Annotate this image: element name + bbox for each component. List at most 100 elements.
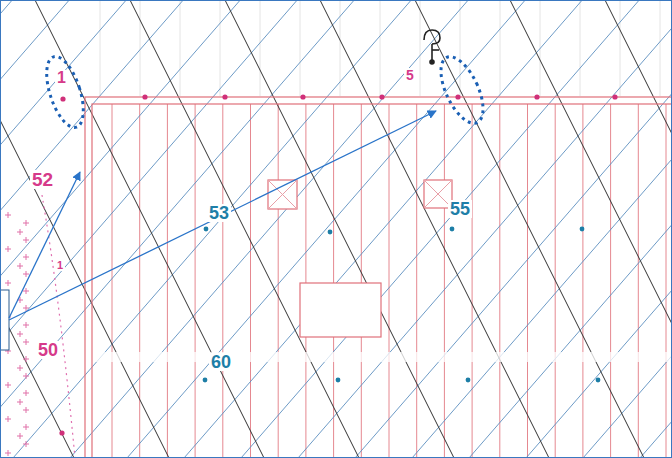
anchor-dots bbox=[59, 94, 617, 435]
anchor-dot bbox=[455, 94, 460, 99]
measure-dot bbox=[580, 227, 585, 232]
hatch-line bbox=[127, 0, 525, 458]
cross-mark bbox=[23, 441, 29, 447]
cross-mark bbox=[5, 382, 11, 388]
anchor-dot bbox=[60, 96, 65, 101]
roof-outline bbox=[85, 97, 672, 458]
grid-line bbox=[620, 0, 621, 96]
grid-line bbox=[500, 0, 501, 96]
hatch-line bbox=[412, 0, 672, 458]
rafter-line bbox=[222, 104, 223, 458]
grid-line bbox=[100, 0, 101, 96]
roof-opening bbox=[300, 283, 381, 337]
grid-line bbox=[180, 0, 181, 96]
rafter-line bbox=[278, 104, 279, 458]
hatch-line bbox=[70, 0, 468, 458]
cross-mark bbox=[23, 220, 29, 226]
hatch-line bbox=[469, 0, 672, 458]
rafter-line bbox=[416, 104, 417, 458]
stand-symbol bbox=[424, 30, 440, 64]
cross-mark bbox=[5, 280, 11, 286]
anchor-dot bbox=[612, 94, 617, 99]
grid-line bbox=[140, 0, 141, 96]
cross-mark bbox=[23, 322, 29, 328]
cross-mark bbox=[17, 331, 23, 337]
hatch-line bbox=[184, 0, 582, 458]
hatch-line bbox=[0, 0, 240, 458]
hatch-line bbox=[0, 0, 69, 458]
hatch-line bbox=[35, 0, 264, 458]
hatch-line bbox=[355, 0, 672, 458]
measure-dot bbox=[203, 378, 208, 383]
rafter-line bbox=[361, 104, 362, 458]
highlight-ellipse bbox=[39, 52, 90, 132]
rafter-line bbox=[444, 104, 445, 458]
callout-number: 52 bbox=[30, 170, 55, 189]
callout-box bbox=[0, 290, 9, 350]
hatch-line bbox=[605, 0, 672, 458]
cross-mark bbox=[23, 407, 29, 413]
rafter-line bbox=[112, 104, 113, 458]
cross-mark bbox=[23, 254, 29, 260]
callout-number: 1 bbox=[55, 260, 65, 271]
hatch-line bbox=[510, 0, 672, 458]
vent-box bbox=[268, 180, 297, 209]
anchor-dot bbox=[534, 94, 539, 99]
rafter-line bbox=[610, 104, 611, 458]
cross-mark bbox=[23, 237, 29, 243]
measure-dot bbox=[204, 227, 209, 232]
anchor-dot bbox=[59, 430, 64, 435]
cross-mark bbox=[17, 433, 23, 439]
cross-mark bbox=[23, 356, 29, 362]
rafter-line bbox=[195, 104, 196, 458]
hatch-line bbox=[130, 0, 359, 458]
cross-mark bbox=[23, 271, 29, 277]
rafter-line bbox=[472, 104, 473, 458]
rafter-line bbox=[250, 104, 251, 458]
cross-mark bbox=[5, 450, 11, 456]
hatch-line bbox=[526, 0, 672, 458]
hatch-line bbox=[0, 0, 297, 458]
dashed-curve bbox=[42, 195, 75, 458]
grid-line bbox=[420, 0, 421, 96]
grid-line bbox=[580, 0, 581, 96]
roof-outline-inner bbox=[92, 104, 672, 458]
cross-mark bbox=[23, 424, 29, 430]
cross-mark bbox=[5, 212, 11, 218]
anchor-dot bbox=[379, 94, 384, 99]
measure-dot bbox=[450, 227, 455, 232]
grid-line bbox=[300, 0, 301, 96]
grid-line bbox=[220, 0, 221, 96]
cross-mark bbox=[23, 288, 29, 294]
grid-line bbox=[660, 0, 661, 96]
grid-line bbox=[260, 0, 261, 96]
cross-mark bbox=[17, 365, 23, 371]
cross-mark bbox=[5, 416, 11, 422]
cross-mark bbox=[17, 229, 23, 235]
cross-mark bbox=[17, 399, 23, 405]
cross-mark bbox=[23, 339, 29, 345]
cross-mark bbox=[5, 246, 11, 252]
hatch-line bbox=[0, 0, 12, 458]
cross-mark bbox=[23, 373, 29, 379]
hatch-line bbox=[0, 0, 74, 458]
rafter-line bbox=[499, 104, 500, 458]
callout-number: 5 bbox=[404, 68, 416, 82]
anchor-dot bbox=[142, 94, 147, 99]
measure-dot bbox=[328, 230, 333, 235]
hatch-line bbox=[298, 0, 672, 458]
rafter-line bbox=[305, 104, 306, 458]
hatch-line bbox=[583, 0, 672, 458]
measure-dots bbox=[203, 227, 601, 383]
rafter-line bbox=[333, 104, 334, 458]
rafter-line bbox=[638, 104, 639, 458]
measure-dot bbox=[596, 378, 601, 383]
hatch-line bbox=[415, 0, 644, 458]
anchor-dot bbox=[300, 94, 305, 99]
hatch-line bbox=[640, 0, 672, 458]
callout-number: 60 bbox=[209, 353, 233, 371]
grid-line bbox=[380, 0, 381, 96]
